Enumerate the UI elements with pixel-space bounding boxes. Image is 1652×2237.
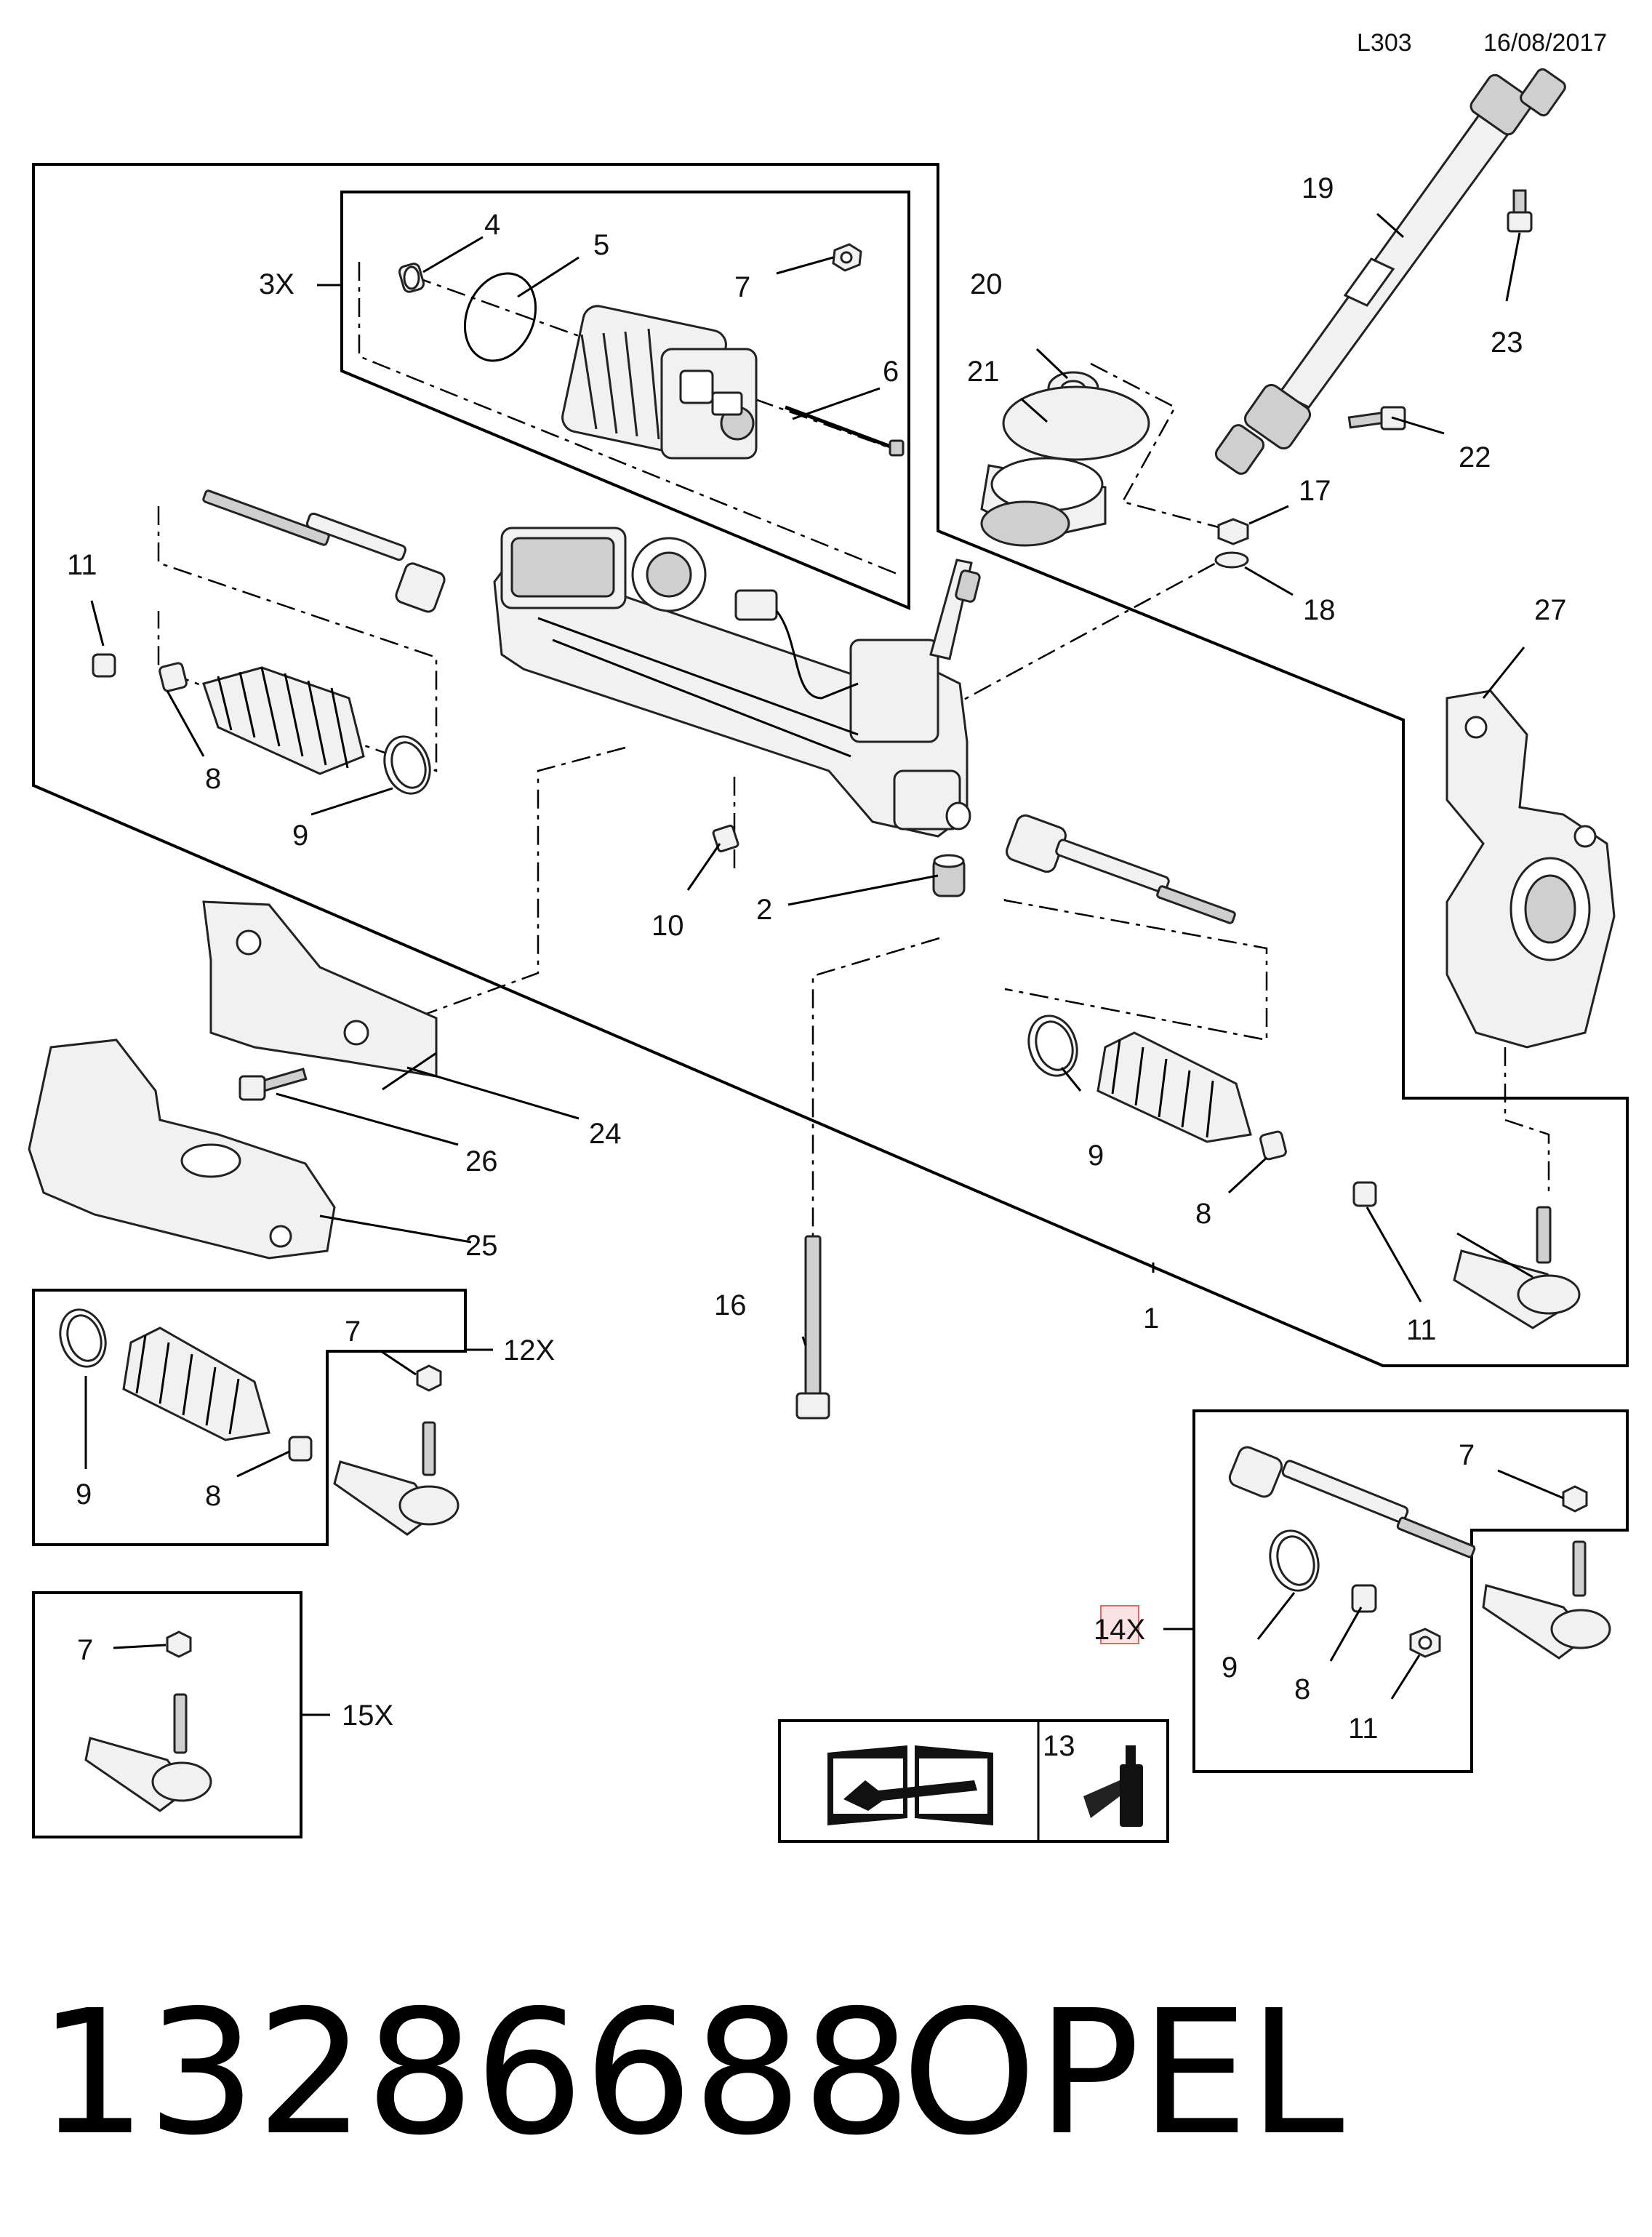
callout-9-kit14: 9 bbox=[1222, 1652, 1238, 1684]
part-number: 13286688 bbox=[38, 1973, 911, 2173]
callout-4: 4 bbox=[484, 209, 500, 241]
mounting-bolt bbox=[795, 1235, 830, 1420]
kit12-jam-nut bbox=[288, 1436, 313, 1462]
callout-15x: 15X bbox=[342, 1700, 393, 1732]
kit12-nut bbox=[416, 1364, 442, 1392]
callout-11-left: 11 bbox=[67, 549, 97, 581]
diagram-code: L303 bbox=[1357, 29, 1412, 57]
callout-26: 26 bbox=[465, 1145, 498, 1177]
callout-14x-highlight bbox=[1100, 1605, 1139, 1644]
callout-17: 17 bbox=[1299, 475, 1331, 507]
intermediate-steering-shaft bbox=[1214, 68, 1566, 475]
callout-27: 27 bbox=[1534, 594, 1567, 626]
main-assembly-frame bbox=[32, 163, 1629, 1367]
callout-1: 1 bbox=[1143, 1302, 1159, 1334]
shaft-nut bbox=[1217, 518, 1249, 545]
callout-21: 21 bbox=[967, 356, 1000, 388]
inner-tie-rod-right bbox=[1006, 814, 1236, 924]
motor-nut bbox=[832, 243, 862, 272]
callout-8-kit14: 8 bbox=[1294, 1673, 1310, 1705]
callout-7-kit15: 7 bbox=[77, 1634, 93, 1666]
callout-11-right: 11 bbox=[1406, 1314, 1437, 1346]
shield-bolt bbox=[238, 1068, 308, 1101]
mounting-bushing-2 bbox=[932, 854, 966, 897]
kit15-nut bbox=[166, 1630, 192, 1658]
steering-gear-housing bbox=[493, 527, 971, 838]
motor-kit-frame bbox=[340, 191, 910, 611]
callout-6: 6 bbox=[883, 356, 899, 388]
outer-tie-rod-end bbox=[1453, 1206, 1581, 1329]
legend-box bbox=[778, 1719, 1169, 1843]
callout-11-kit14: 11 bbox=[1348, 1713, 1379, 1745]
jam-nut-right bbox=[1352, 1181, 1377, 1207]
boot-clamp-left bbox=[159, 662, 188, 692]
steering-column-seal bbox=[980, 385, 1150, 547]
kit14-boot-clamp bbox=[1269, 1529, 1320, 1592]
dust-boot-right bbox=[1027, 1015, 1252, 1143]
kit14-inner-tie-rod bbox=[1228, 1446, 1476, 1558]
callout-14x: 14X bbox=[1094, 1614, 1145, 1646]
heat-shield-lower bbox=[28, 1039, 336, 1260]
kit12-boot-clamp bbox=[59, 1308, 107, 1368]
washer bbox=[1214, 551, 1249, 569]
callout-7-kit12: 7 bbox=[345, 1316, 361, 1348]
callout-13: 13 bbox=[1043, 1730, 1075, 1762]
callout-8-kit12: 8 bbox=[205, 1480, 221, 1512]
callout-19: 19 bbox=[1302, 172, 1334, 204]
callout-16: 16 bbox=[714, 1289, 747, 1321]
diagram-date: 16/08/2017 bbox=[1483, 29, 1607, 57]
shaft-bolt bbox=[1507, 189, 1533, 233]
wiring-connector bbox=[734, 589, 859, 700]
pinch-bolt bbox=[1347, 406, 1406, 431]
kit14-nut-7 bbox=[1562, 1485, 1588, 1513]
callout-9-left: 9 bbox=[292, 820, 308, 852]
callout-18: 18 bbox=[1303, 594, 1336, 626]
pinion-shaft bbox=[929, 559, 981, 660]
callout-8-left: 8 bbox=[205, 763, 221, 795]
callout-2: 2 bbox=[756, 894, 772, 926]
callout-25: 25 bbox=[465, 1230, 498, 1262]
kit15-tie-rod-end bbox=[84, 1693, 212, 1812]
kit14-jam-nut bbox=[1351, 1584, 1377, 1613]
callout-7-kit14: 7 bbox=[1459, 1439, 1475, 1471]
callout-5: 5 bbox=[593, 229, 609, 261]
callout-20: 20 bbox=[970, 268, 1003, 300]
callout-labels: 3X 4 5 6 7 11 8 9 10 2 20 21 19 23 22 17… bbox=[67, 172, 1567, 1762]
callout-9-right: 9 bbox=[1088, 1140, 1104, 1172]
kit14-hex-nut bbox=[1409, 1628, 1441, 1658]
steering-knuckle bbox=[1446, 689, 1616, 1049]
kit12-dust-boot bbox=[122, 1326, 270, 1441]
callout-10: 10 bbox=[651, 910, 684, 942]
adhesive-tube-icon bbox=[1083, 1745, 1143, 1827]
inner-tie-rod-kit-frame bbox=[1192, 1409, 1629, 1773]
motor-bushing bbox=[398, 263, 425, 293]
assist-motor bbox=[561, 305, 758, 460]
heat-shield bbox=[202, 900, 438, 1078]
service-manual-icon bbox=[827, 1745, 993, 1825]
boot-kit-frame bbox=[32, 1289, 467, 1546]
callout-24: 24 bbox=[589, 1118, 622, 1150]
callout-3x: 3X bbox=[259, 268, 294, 300]
callout-8-right: 8 bbox=[1195, 1198, 1211, 1230]
callout-leaders bbox=[84, 212, 1564, 1716]
kit12-tie-rod-end bbox=[333, 1421, 460, 1536]
callout-22: 22 bbox=[1459, 441, 1491, 473]
callout-12x: 12X bbox=[503, 1334, 555, 1366]
inner-tie-rod-left bbox=[202, 489, 446, 613]
brand-name: OPEL bbox=[902, 1973, 1344, 2173]
jam-nut-left bbox=[92, 653, 116, 678]
callout-7-motor: 7 bbox=[734, 271, 750, 303]
kit14-tie-rod-end bbox=[1482, 1540, 1611, 1660]
callout-23: 23 bbox=[1491, 327, 1523, 359]
boot-clamp-right bbox=[1259, 1130, 1287, 1161]
o-ring bbox=[463, 272, 537, 362]
dust-boot-left bbox=[202, 666, 431, 795]
callout-9-kit12: 9 bbox=[76, 1478, 92, 1510]
